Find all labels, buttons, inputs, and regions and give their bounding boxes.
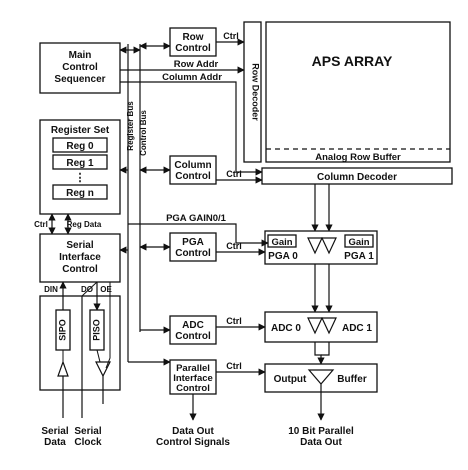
register-set-block: Register Set Reg 0 Reg 1 ⋮ Reg n: [39, 119, 121, 215]
serial-interface-label-1: Serial: [66, 240, 93, 251]
output-buffer-triangle: [307, 369, 335, 385]
pga-0-label: PGA 0: [268, 251, 298, 262]
reg-n-label: Reg n: [66, 188, 94, 199]
pga-1-label: PGA 1: [344, 251, 374, 262]
analog-row-buffer-label: Analog Row Buffer: [315, 152, 401, 163]
parallel-data-out-label-2: Data Out: [300, 437, 342, 448]
pga-1-amplifier-triangle: [321, 237, 337, 255]
serial-clock-label-2: Clock: [74, 437, 102, 448]
data-out-control-label-2: Control Signals: [156, 437, 230, 448]
reg-ellipsis: ⋮: [75, 172, 86, 184]
adc-1-triangle: [321, 317, 337, 335]
serial-data-label-2: Data: [44, 437, 66, 448]
reg-0-label: Reg 0: [66, 141, 94, 152]
main-control-label-2: Control: [62, 62, 98, 73]
column-control-label-2: Control: [175, 171, 211, 182]
clock-junction-line: [81, 281, 98, 297]
reg-0-box: [52, 137, 108, 153]
column-control-block: Column Control: [169, 155, 217, 185]
main-control-label-3: Sequencer: [54, 74, 105, 85]
row-control-block: Row Control: [169, 27, 217, 57]
adc-0-triangle: [307, 317, 323, 335]
sipo-label: SIPO: [57, 319, 67, 341]
row-decoder-block: Row Decoder: [243, 21, 262, 163]
reg-data-label: Reg Data: [67, 220, 102, 229]
serial-interface-label-3: Control: [62, 264, 98, 275]
parallel-interface-control-block: Parallel Interface Control: [169, 359, 217, 395]
output-label: Output: [274, 374, 307, 385]
pga-block: Gain Gain PGA 0 PGA 1: [264, 230, 378, 265]
buffer-label: Buffer: [337, 374, 367, 385]
serial-io-block: SIPO PISO: [39, 295, 121, 391]
adc-block: ADC 0 ADC 1: [264, 311, 378, 343]
adc1-to-buffer-line: [321, 342, 330, 356]
reg-1-label: Reg 1: [66, 158, 94, 169]
adc-1-label: ADC 1: [342, 323, 372, 334]
parallel-interface-label-2: Interface: [173, 373, 213, 384]
serial-interface-label-2: Interface: [59, 252, 101, 263]
column-addr-arrow: [120, 81, 263, 176]
gain-1-box: [344, 234, 374, 248]
pga-control-block: PGA Control: [169, 232, 217, 262]
oe-line: [105, 282, 111, 369]
piso-label: PISO: [91, 319, 101, 341]
pga-gain-label: PGA GAIN0/1: [166, 213, 227, 224]
parallel-interface-label-1: Parallel: [176, 363, 210, 374]
row-ctrl-label: Ctrl: [223, 31, 239, 41]
row-control-label-1: Row: [182, 32, 203, 43]
adc-control-label-2: Control: [175, 331, 211, 342]
data-out-control-label-1: Data Out: [172, 426, 214, 437]
parallel-data-out-label-1: 10 Bit Parallel: [288, 426, 354, 437]
pga-gain-arrow: [128, 223, 269, 247]
adc-control-block: ADC Control: [169, 315, 217, 345]
register-set-title: Register Set: [51, 125, 110, 136]
pga-control-label-1: PGA: [182, 237, 204, 248]
gain-1-label: Gain: [348, 237, 369, 248]
adc0-to-buffer-arrow: [314, 342, 325, 365]
adc-0-label: ADC 0: [271, 323, 301, 334]
main-control-sequencer-block: Main Control Sequencer: [39, 42, 121, 94]
parallel-interface-label-3: Control: [176, 383, 210, 394]
register-bus-label: Register Bus: [126, 101, 135, 151]
parallel-ctrl-label: Ctrl: [226, 361, 242, 371]
column-ctrl-label: Ctrl: [226, 169, 242, 179]
serial-clock-label-1: Serial: [74, 426, 101, 437]
piso-to-output-buffer-line: [96, 349, 101, 363]
register-ctrl-label: Ctrl: [34, 220, 48, 229]
din-label: DIN: [44, 285, 58, 294]
column-addr-label: Column Addr: [162, 72, 222, 83]
reg-1-box: [52, 154, 108, 170]
row-decoder-label: Row Decoder: [251, 63, 261, 121]
serial-interface-control-block: Serial Interface Control: [39, 233, 121, 283]
row-control-label-2: Control: [175, 43, 211, 54]
oe-label: OE: [100, 285, 112, 294]
pga-0-amplifier-triangle: [307, 237, 323, 255]
row-addr-label: Row Addr: [174, 59, 219, 70]
reg-n-box: [52, 184, 108, 200]
pga-control-label-2: Control: [175, 248, 211, 259]
aps-array-label: APS ARRAY: [312, 53, 393, 69]
adc-ctrl-label: Ctrl: [226, 316, 242, 326]
main-control-label-1: Main: [69, 50, 92, 61]
do-label: DO: [81, 285, 93, 294]
pga-ctrl-label: Ctrl: [226, 241, 242, 251]
column-decoder-label: Column Decoder: [317, 172, 397, 183]
control-bus-label: Control Bus: [139, 110, 148, 156]
column-decoder-block: Column Decoder: [261, 167, 453, 185]
serial-data-label-1: Serial: [41, 426, 68, 437]
adc-control-label-1: ADC: [182, 320, 204, 331]
gain-0-label: Gain: [271, 237, 292, 248]
column-control-label-1: Column: [174, 160, 211, 171]
aps-array-block: APS ARRAY Analog Row Buffer: [265, 21, 451, 163]
